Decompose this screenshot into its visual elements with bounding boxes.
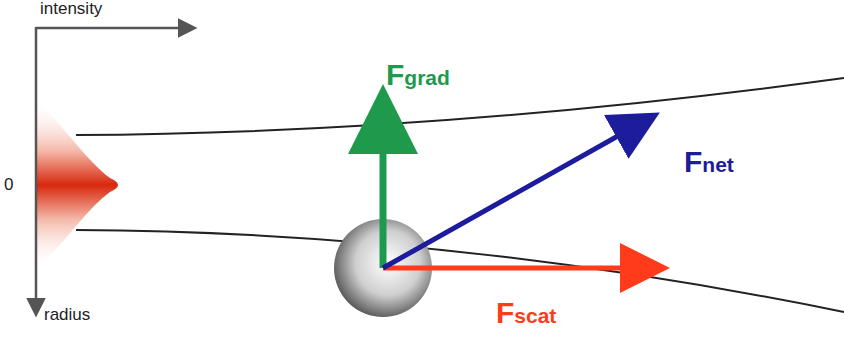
intensity-profile: [35, 100, 118, 270]
net-force-arrow: [383, 132, 625, 268]
axis-label: radius: [44, 306, 90, 325]
axis-origin: 0: [4, 176, 13, 195]
axis-label: intensity: [40, 0, 102, 19]
beam-edge: [76, 230, 844, 312]
scattering-force-arrow: [383, 266, 630, 271]
force-label: Fgrad: [386, 58, 450, 91]
force-label: Fscat: [496, 296, 556, 329]
beam-edge: [76, 78, 844, 135]
force-label: Fnet: [684, 145, 734, 178]
radius-axis: [35, 27, 38, 300]
intensity-axis: [36, 27, 180, 30]
gradient-force-arrow: [380, 140, 387, 268]
